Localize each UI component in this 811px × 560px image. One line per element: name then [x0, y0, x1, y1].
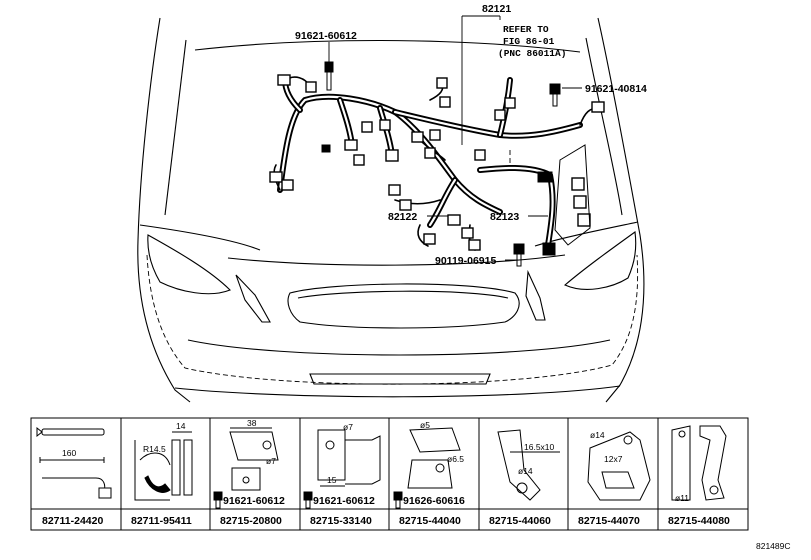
- callout-82121: 82121: [482, 3, 511, 15]
- callout-82122: 82122: [388, 211, 417, 223]
- cell-5-part-number: 82715-44040: [399, 515, 461, 527]
- cell-3-dim-1: 38: [247, 418, 257, 428]
- callout-91621-60612: 91621-60612: [295, 30, 357, 42]
- cell-4-fastener: 91621-60612: [313, 495, 375, 507]
- cell-2-dim-2: R14.5: [143, 444, 166, 454]
- cell-1-part-number: 82711-24420: [42, 515, 103, 527]
- cell-3-dim-2: ø7: [266, 456, 276, 466]
- cell-2-part-sketch: [134, 431, 193, 501]
- callout-refer-line2: FIG 86-01: [503, 36, 555, 47]
- cell-1-part-sketch: [36, 426, 112, 499]
- main-wire-harness: [277, 77, 583, 248]
- cell-8-dim-1: ø11: [675, 493, 689, 503]
- junction-block-outline: [554, 144, 591, 246]
- harness-connectors: [269, 74, 605, 256]
- cell-5-dim-2: ø6.5: [447, 454, 464, 464]
- cell-7-part-sketch: [587, 431, 651, 501]
- cell-3-fastener: 91621-60612: [223, 495, 285, 507]
- cell-7-part-number: 82715-44070: [578, 515, 640, 527]
- cell-3-part-sketch: [213, 427, 279, 509]
- cell-2-dim-1: 14: [176, 421, 186, 431]
- cell-5-part-sketch: [393, 427, 461, 509]
- cell-4-part-number: 82715-33140: [310, 515, 372, 527]
- parts-table: 160 14 R14.5 38 ø7 91621-60612: [30, 417, 749, 531]
- bolt-icons: [324, 61, 561, 267]
- callout-refer-line1: REFER TO: [503, 24, 549, 35]
- cell-3-part-number: 82715-20800: [220, 515, 282, 527]
- cell-5-dim-1: ø5: [420, 420, 430, 430]
- cell-5-fastener: 91626-60616: [403, 495, 465, 507]
- cell-6-part-number: 82715-44060: [489, 515, 551, 527]
- illustration-code: 821489C: [756, 541, 791, 551]
- callout-90119-06915: 90119-06915: [435, 255, 496, 267]
- car-body-outline: [137, 17, 645, 403]
- cell-6-part-sketch: [497, 429, 560, 501]
- cell-4-dim-1: ø7: [343, 422, 353, 432]
- callout-refer-line3: (PNC 86011A): [498, 48, 566, 59]
- callout-82123: 82123: [490, 211, 519, 223]
- cell-6-dim-2: ø14: [518, 466, 533, 476]
- cell-7-dim-1: ø14: [590, 430, 605, 440]
- cell-8-part-sketch: [671, 425, 727, 501]
- cell-6-dim-1: 16.5x10: [524, 442, 555, 452]
- cell-4-dim-2: 15: [327, 475, 337, 485]
- cell-2-part-number: 82711-95411: [131, 515, 192, 527]
- leader-lines: [328, 15, 582, 261]
- callout-91621-40814: 91621-40814: [585, 83, 647, 95]
- cell-7-dim-2: 12x7: [604, 454, 623, 464]
- cell-1-dim-1: 160: [62, 448, 76, 458]
- cell-8-part-number: 82715-44080: [668, 515, 730, 527]
- callout-labels: 82121 REFER TO FIG 86-01 (PNC 86011A) 91…: [295, 3, 647, 267]
- cell-4-part-sketch: [303, 429, 381, 509]
